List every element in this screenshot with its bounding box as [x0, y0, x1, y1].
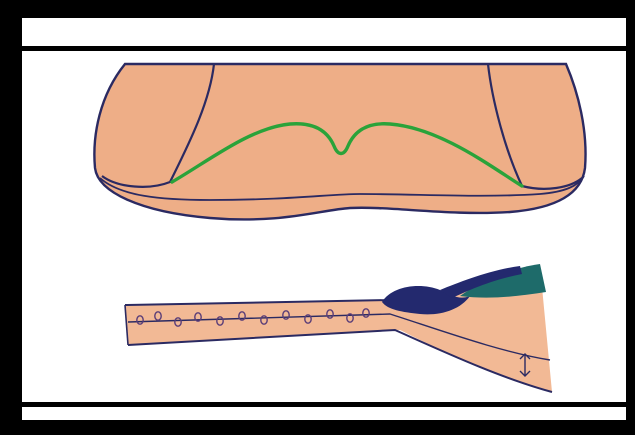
tooth-outline-illustration	[94, 64, 585, 219]
tooth-body	[94, 64, 585, 219]
tapered-section-illustration	[125, 264, 552, 392]
